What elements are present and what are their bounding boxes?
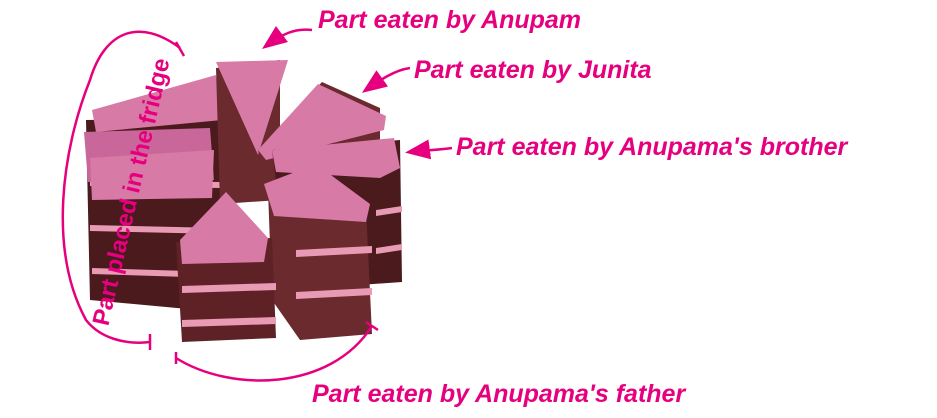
label-anupam: Part eaten by Anupam	[318, 6, 581, 35]
label-father: Part eaten by Anupama's father	[312, 380, 685, 409]
arrow-junita	[366, 68, 410, 90]
arrow-brother	[410, 148, 452, 152]
arrow-anupam	[266, 30, 312, 46]
label-brother: Part eaten by Anupama's brother	[456, 133, 847, 162]
label-junita: Part eaten by Junita	[414, 56, 652, 85]
